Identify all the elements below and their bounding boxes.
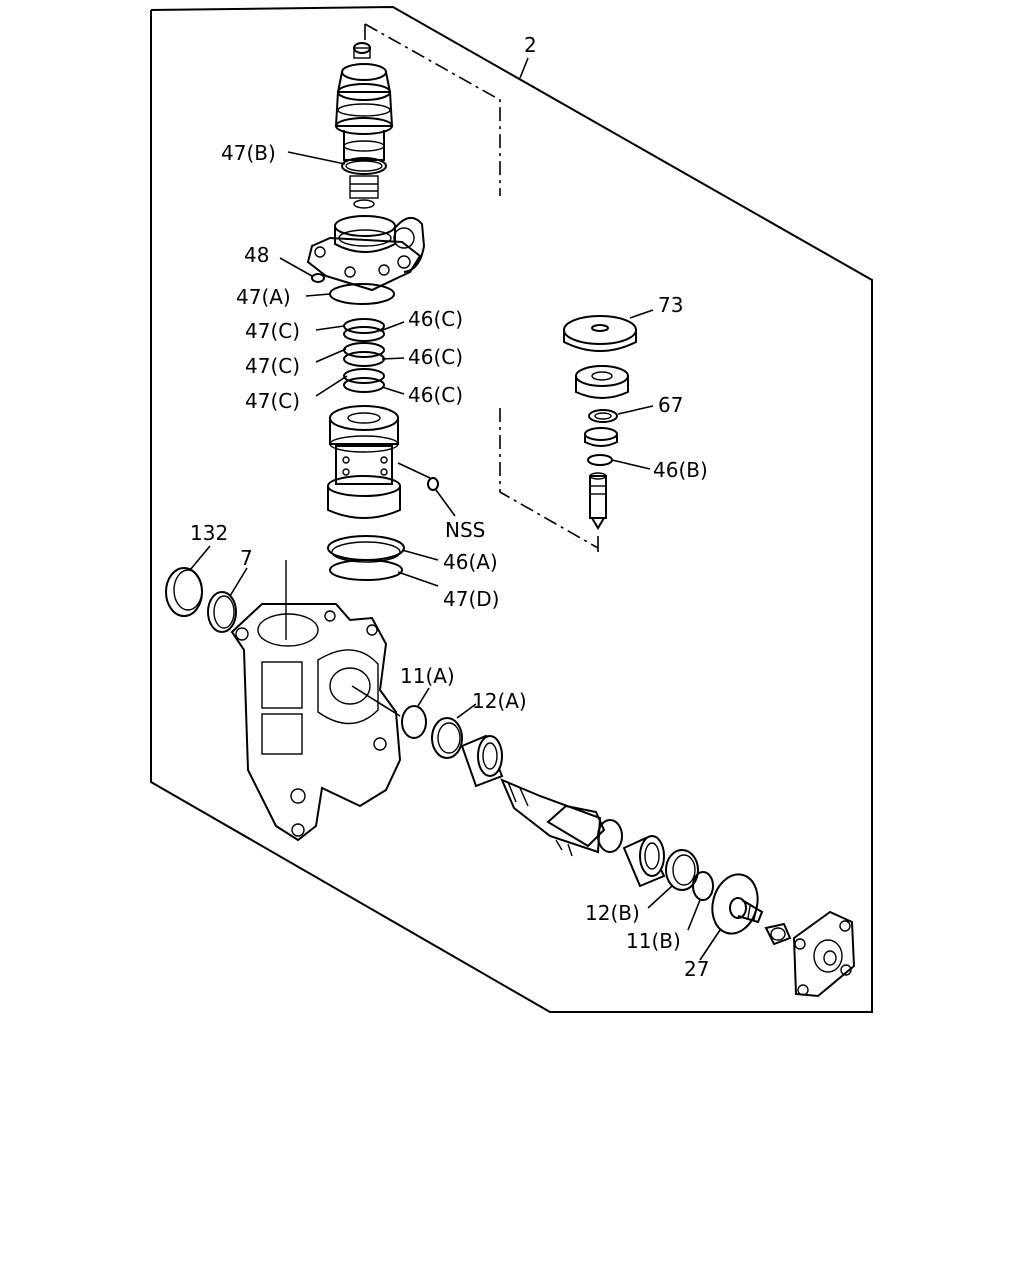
callout-46c-2: 46(C) [408, 345, 463, 369]
seal-132 [165, 567, 203, 617]
needle-bearing-upper [460, 734, 504, 788]
callout-12b: 12(B) [585, 901, 640, 925]
adjust-bolt [729, 897, 764, 924]
valve-sleeve [327, 405, 401, 519]
callout-132: 132 [190, 521, 228, 545]
callout-47a: 47(A) [236, 285, 291, 309]
callout-11a: 11(A) [400, 664, 455, 688]
valve-housing [306, 215, 426, 292]
callout-27: 27 [684, 957, 709, 981]
end-cover [792, 910, 856, 998]
seal-12a [431, 717, 463, 759]
callout-47c-1: 47(C) [245, 319, 300, 343]
needle-bearing-lower [622, 835, 666, 888]
callout-2: 2 [524, 33, 537, 57]
callout-47c-2: 47(C) [245, 354, 300, 378]
cap-73 [563, 315, 637, 352]
valve-spool [334, 42, 394, 209]
callout-47c-3: 47(C) [245, 389, 300, 413]
callout-47d: 47(D) [443, 587, 499, 611]
oring-11b [692, 871, 714, 901]
gear-housing [230, 560, 402, 842]
sub-assembly-bracket [364, 23, 599, 552]
adjuster-67 [575, 365, 629, 447]
adjust-screw [589, 472, 607, 530]
oring-47b [341, 157, 387, 175]
oring-46b [587, 454, 613, 466]
callout-12a: 12(A) [472, 689, 527, 713]
oring-11a [401, 705, 427, 739]
seal-ring-46a [327, 535, 405, 563]
callout-73: 73 [658, 293, 683, 317]
callout-46c-1: 46(C) [408, 307, 463, 331]
callout-46a: 46(A) [443, 550, 498, 574]
oring-47d [329, 559, 403, 581]
oring-7 [207, 591, 237, 633]
lock-nut [764, 922, 792, 946]
seal-ring-stack [343, 318, 385, 393]
callout-46b: 46(B) [653, 458, 708, 482]
callout-48: 48 [244, 243, 269, 267]
callout-46c-3: 46(C) [408, 383, 463, 407]
pinion-shaft [500, 778, 623, 857]
callout-7: 7 [240, 546, 253, 570]
seal-12b [665, 849, 699, 891]
callout-11b: 11(B) [626, 929, 681, 953]
callout-47b: 47(B) [221, 141, 276, 165]
nss-ball [427, 477, 439, 491]
leader-lines [189, 57, 721, 961]
callout-67: 67 [658, 393, 683, 417]
assembly-frame [150, 5, 873, 1013]
ball-48 [311, 273, 325, 283]
callout-nss: NSS [445, 518, 485, 542]
